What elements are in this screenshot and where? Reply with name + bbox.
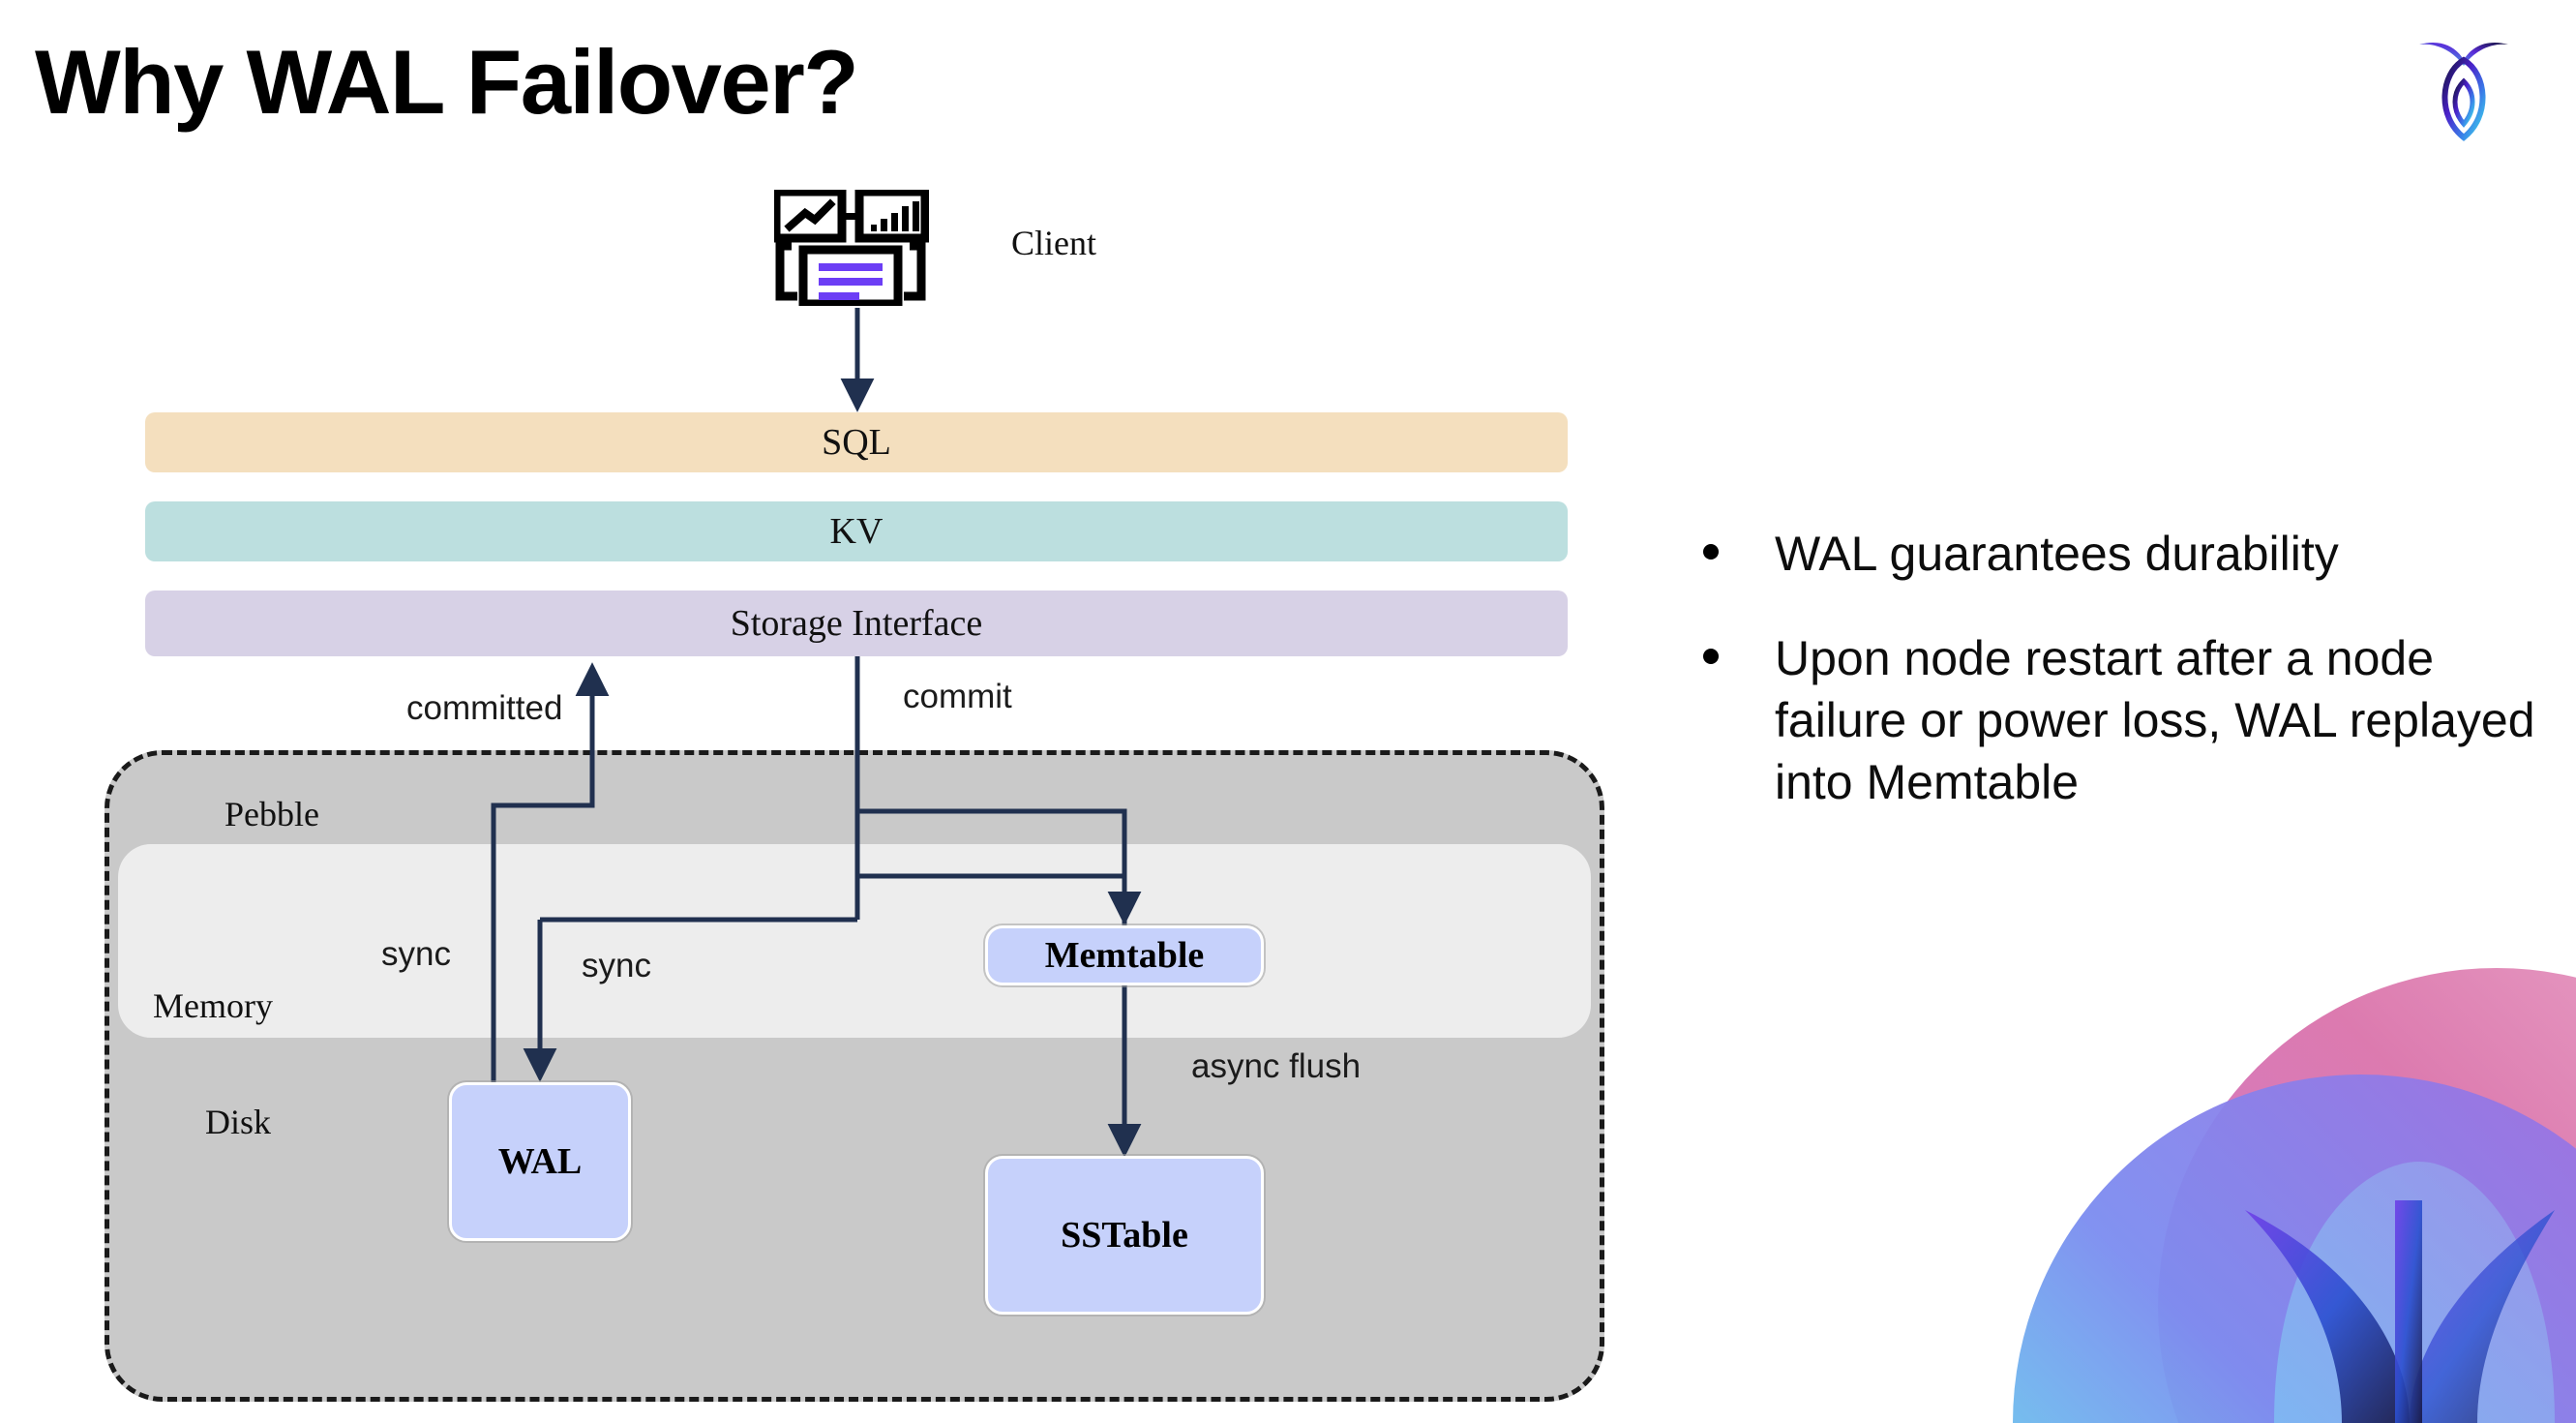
layer-label-kv: KV <box>829 511 884 552</box>
disk-label: Disk <box>205 1103 272 1141</box>
architecture-diagram: Client SQL KV Storage Interface Pebble M… <box>105 187 1604 1402</box>
bullet-list: WAL guarantees durability Upon node rest… <box>1703 523 2535 856</box>
bullet-text: Upon node restart after a node failure o… <box>1775 631 2535 809</box>
layer-label-sql: SQL <box>822 422 891 463</box>
bullet-text: WAL guarantees durability <box>1775 527 2339 581</box>
pebble-label: Pebble <box>225 795 319 833</box>
edge-label-commit: commit <box>903 678 1012 715</box>
node-memtable-label: Memtable <box>1044 935 1205 976</box>
bullet-dot-icon <box>1703 649 1719 664</box>
client-dashboard-icon <box>771 187 930 309</box>
node-sstable: SSTable <box>985 1156 1264 1315</box>
layer-label-storage-interface: Storage Interface <box>730 603 983 644</box>
edge-label-async-flush: async flush <box>1191 1047 1362 1085</box>
memory-region <box>118 844 1591 1038</box>
list-item: Upon node restart after a node failure o… <box>1703 627 2535 813</box>
memory-label: Memory <box>153 986 273 1025</box>
client-label: Client <box>1011 224 1096 262</box>
layer-bar-storage-interface: Storage Interface <box>145 590 1568 656</box>
layer-bar-sql: SQL <box>145 412 1568 472</box>
list-item: WAL guarantees durability <box>1703 523 2535 585</box>
node-wal-label: WAL <box>497 1141 583 1182</box>
node-sstable-label: SSTable <box>1061 1215 1188 1256</box>
edge-label-sync-storage: sync <box>381 935 451 973</box>
layer-bar-kv: KV <box>145 501 1568 561</box>
edge-label-sync-memtable: sync <box>582 947 651 984</box>
edge-label-committed: committed <box>406 689 563 727</box>
node-wal: WAL <box>449 1082 631 1241</box>
decorative-logo-artwork <box>1955 920 2576 1423</box>
cockroachdb-logo <box>2411 27 2516 141</box>
bullet-dot-icon <box>1703 544 1719 560</box>
page-title: Why WAL Failover? <box>35 31 859 133</box>
node-memtable: Memtable <box>985 925 1264 985</box>
